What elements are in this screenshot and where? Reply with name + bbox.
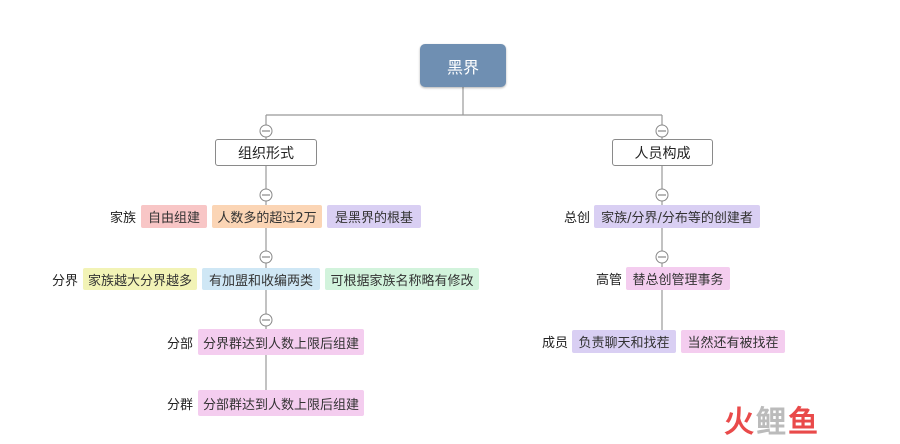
watermark-char: 鲤 bbox=[756, 405, 788, 440]
watermark-char: 鱼 bbox=[788, 405, 820, 440]
row-label-gaoguan: 高管 bbox=[595, 273, 622, 288]
tag[interactable]: 可根据家族名称略有修改 bbox=[325, 268, 479, 290]
row-label-fenjie: 分界 bbox=[51, 273, 78, 289]
root-node[interactable]: 黑界 bbox=[420, 44, 506, 87]
row-label-fenqun: 分群 bbox=[166, 397, 193, 413]
row-label-chengyuan: 成员 bbox=[541, 336, 568, 351]
tag[interactable]: 当然还有被找茬 bbox=[681, 330, 785, 353]
row-label-fenbu: 分部 bbox=[166, 336, 193, 352]
row-label-zongchuang: 总创 bbox=[563, 211, 590, 226]
tag[interactable]: 替总创管理事务 bbox=[626, 267, 730, 290]
watermark-logo: 火鲤鱼 bbox=[724, 397, 874, 440]
branch-left-title[interactable]: 组织形式 bbox=[215, 139, 317, 166]
row-label-jiazu: 家族 bbox=[109, 211, 136, 226]
tag[interactable]: 家族/分界/分布等的创建者 bbox=[594, 205, 760, 228]
tag[interactable]: 是黑界的根基 bbox=[327, 205, 421, 228]
tag[interactable]: 分界群达到人数上限后组建 bbox=[198, 329, 364, 355]
tag[interactable]: 家族越大分界越多 bbox=[83, 268, 197, 290]
watermark-char: 火 bbox=[724, 405, 756, 440]
tag[interactable]: 分部群达到人数上限后组建 bbox=[198, 390, 364, 416]
tag[interactable]: 人数多的超过2万 bbox=[212, 205, 322, 228]
branch-right-title[interactable]: 人员构成 bbox=[612, 139, 713, 166]
tag[interactable]: 自由组建 bbox=[141, 205, 207, 228]
tag[interactable]: 有加盟和收编两类 bbox=[202, 268, 320, 290]
tag[interactable]: 负责聊天和找茬 bbox=[572, 330, 676, 353]
